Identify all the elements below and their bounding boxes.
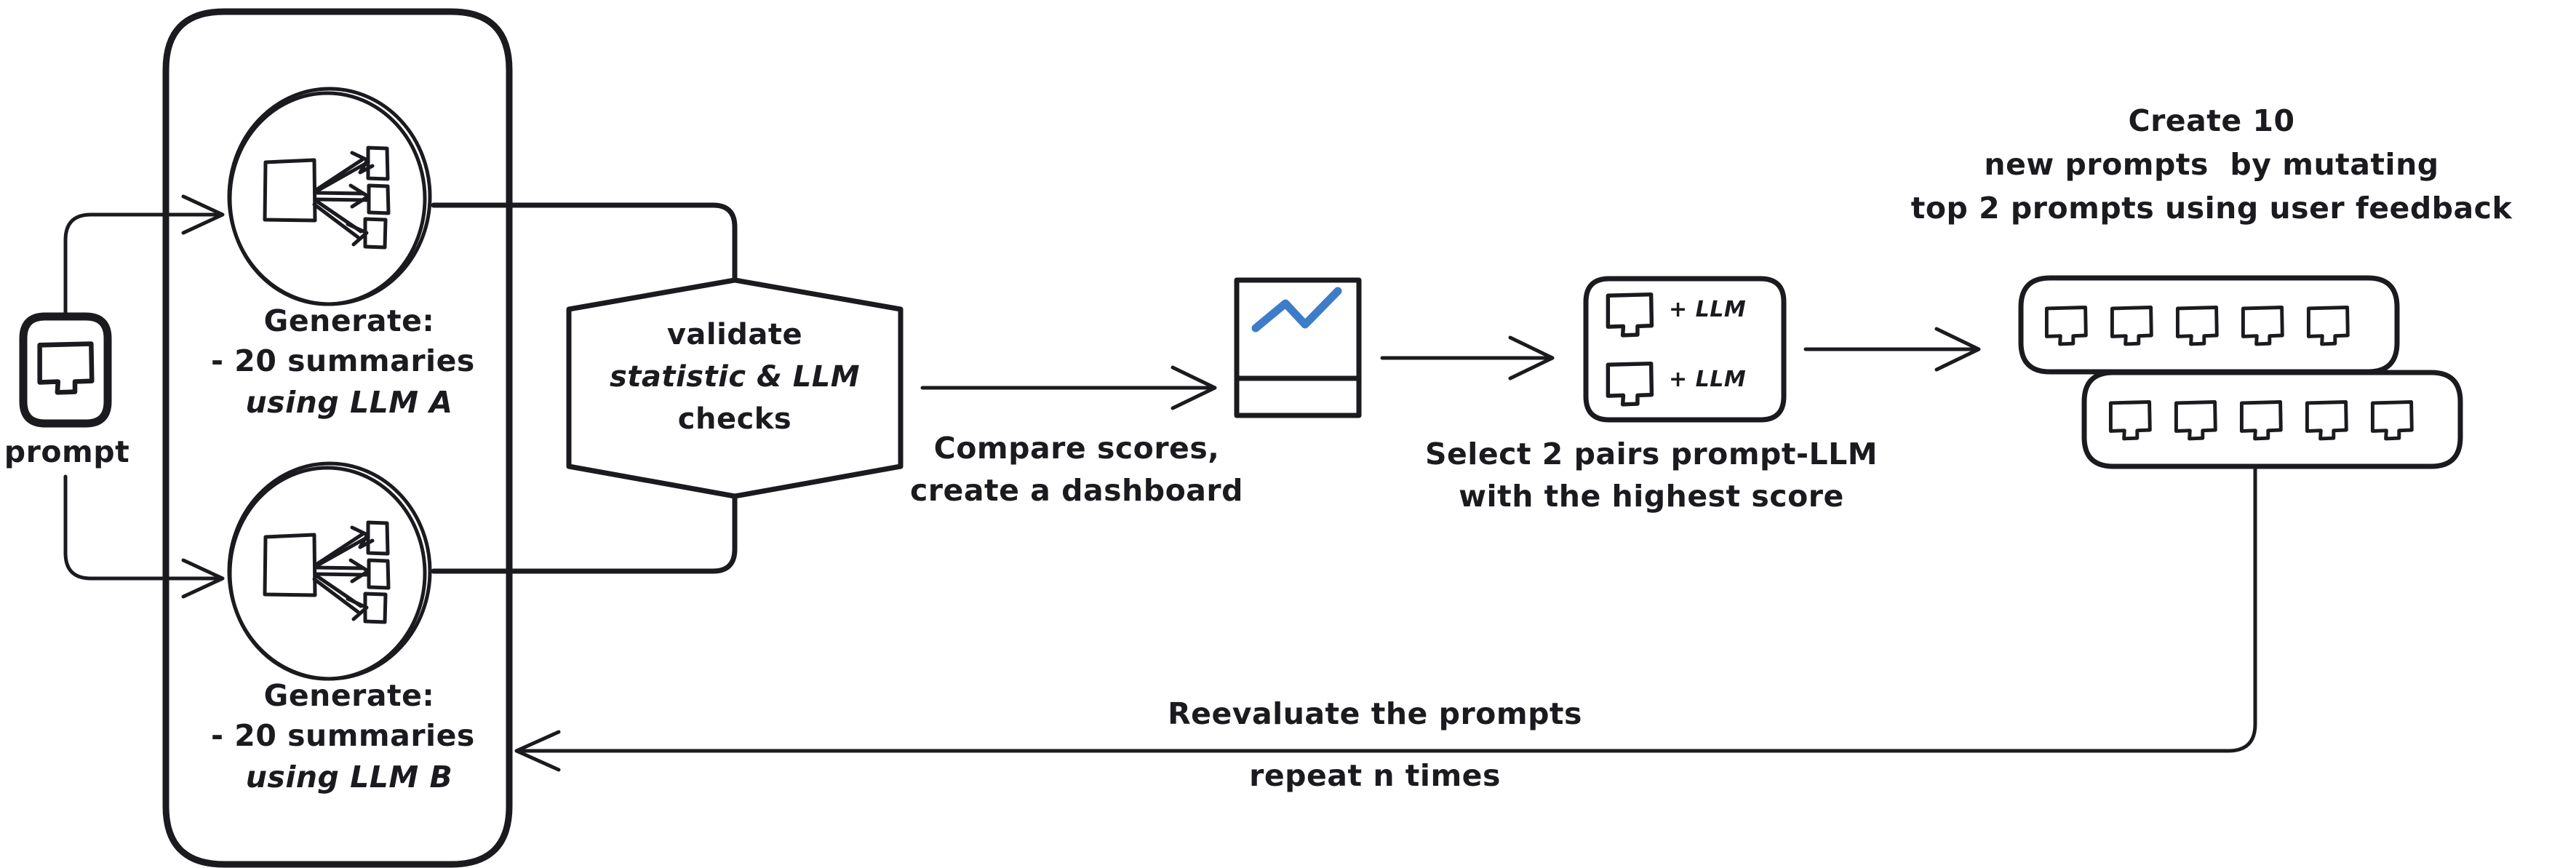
dashboard-caption-line1: Compare scores, bbox=[933, 431, 1220, 466]
generate-b-caption-line3: using LLM B bbox=[245, 760, 453, 795]
connector-validate-to-dashboard bbox=[920, 365, 1217, 410]
select-pair-2-icon bbox=[1608, 364, 1651, 405]
dashboard-node bbox=[1234, 277, 1362, 418]
feedback-loop-label-line2: repeat n times bbox=[1249, 758, 1501, 793]
new-prompts-caption-line2: new prompts by mutating bbox=[1984, 147, 2439, 182]
select-pairs-caption-line1: Select 2 pairs prompt-LLM bbox=[1424, 437, 1878, 471]
connector-prompt-to-generate-b bbox=[63, 474, 225, 599]
select-pair-2-label: + LLM bbox=[1669, 367, 1747, 392]
connector-dashboard-to-select bbox=[1380, 335, 1555, 381]
validate-line1: validate bbox=[666, 318, 803, 351]
feedback-loop-connector bbox=[514, 464, 2257, 772]
connector-prompt-to-generate-a bbox=[63, 194, 225, 316]
connector-generate-a-to-validate bbox=[431, 202, 738, 283]
select-pair-1-label: + LLM bbox=[1669, 297, 1747, 322]
generate-group-container bbox=[162, 8, 513, 868]
dashboard-caption-line2: create a dashboard bbox=[910, 473, 1243, 508]
generate-a-caption-line1: Generate: bbox=[263, 303, 435, 338]
select-pairs-caption-line2: with the highest score bbox=[1459, 479, 1844, 514]
generate-a-circle bbox=[227, 87, 432, 306]
new-prompts-caption-line3: top 2 prompts using user feedback bbox=[1910, 191, 2513, 226]
select-pair-1-icon bbox=[1608, 295, 1651, 335]
generate-b-caption-line2: - 20 summaries bbox=[211, 718, 475, 753]
generate-b-caption-line1: Generate: bbox=[263, 678, 435, 713]
connector-select-to-new-prompts bbox=[1803, 327, 1981, 372]
feedback-loop-label-line1: Reevaluate the prompts bbox=[1168, 696, 1582, 731]
validate-hexagon bbox=[566, 277, 904, 499]
validate-line3: checks bbox=[677, 402, 792, 436]
prompt-node-shape bbox=[19, 312, 112, 428]
generate-b-circle bbox=[227, 461, 432, 681]
validate-line2: statistic & LLM bbox=[609, 360, 861, 394]
generate-a-caption-line3: using LLM A bbox=[245, 385, 453, 420]
prompt-label: prompt bbox=[4, 434, 130, 469]
select-pairs-box bbox=[1583, 276, 1787, 423]
generate-a-caption-line2: - 20 summaries bbox=[211, 343, 475, 378]
new-prompts-row-1 bbox=[2018, 275, 2400, 375]
new-prompts-row-2 bbox=[2081, 370, 2463, 469]
new-prompts-caption-line1: Create 10 bbox=[2128, 103, 2295, 138]
connector-generate-b-to-validate bbox=[431, 493, 738, 574]
